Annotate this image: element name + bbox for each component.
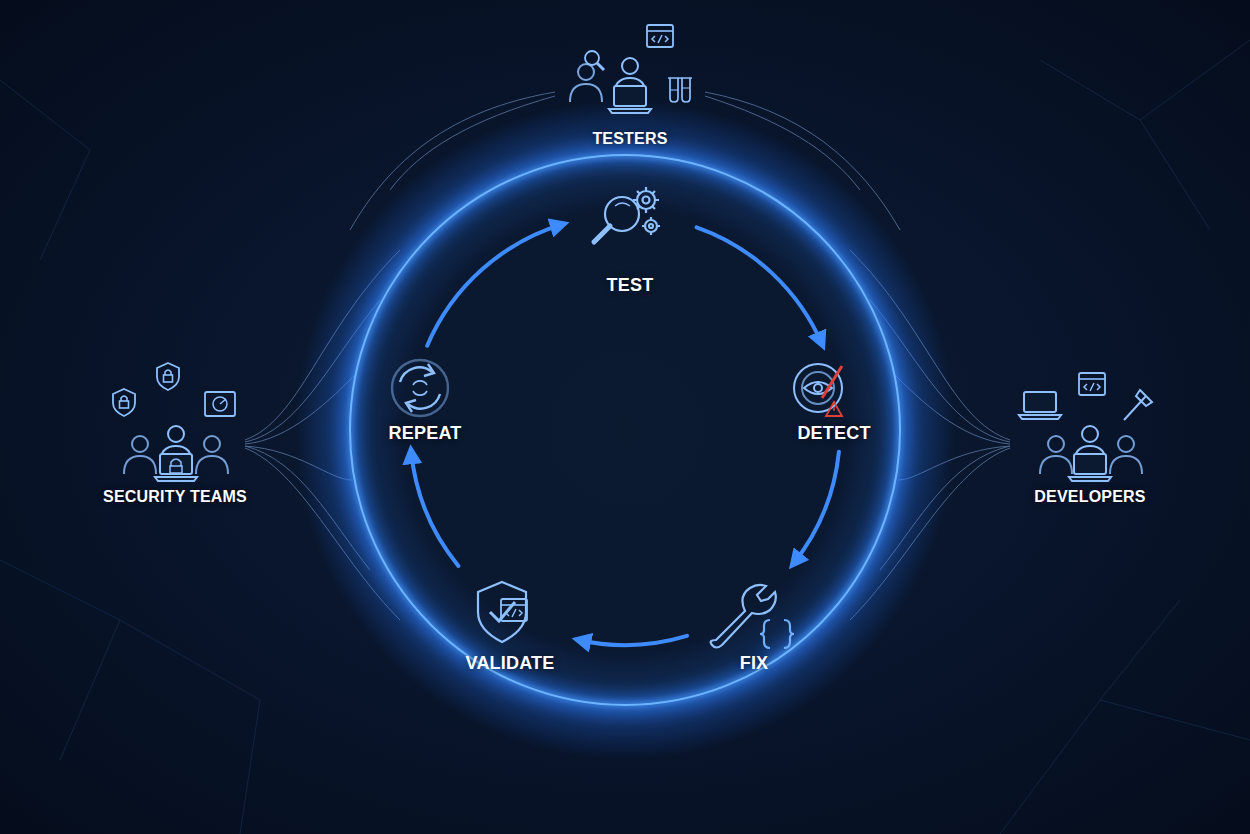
testers-group: TESTERS xyxy=(545,22,715,150)
cycle-arrow xyxy=(577,636,687,645)
cycle-arrow xyxy=(793,452,839,565)
cycle-arrow xyxy=(697,227,823,345)
security-teams-group: SECURITY TEAMS xyxy=(90,372,260,508)
step-label: TESTERS xyxy=(592,128,667,150)
detect-step: DETECT xyxy=(774,352,894,444)
fix-step: FIX xyxy=(694,572,814,674)
step-label: FIX xyxy=(740,652,769,674)
cycle-arrow xyxy=(427,224,564,346)
step-label: DEVELOPERS xyxy=(1034,486,1145,508)
step-label: VALIDATE xyxy=(466,652,555,674)
cycle-arrow xyxy=(411,450,458,566)
step-label: DETECT xyxy=(797,422,870,444)
step-label: TEST xyxy=(607,274,654,296)
step-label: REPEAT xyxy=(389,422,462,444)
validate-step: VALIDATE xyxy=(450,572,570,674)
repeat-step: REPEAT xyxy=(365,352,485,444)
test-step: TEST xyxy=(570,172,690,296)
developers-group: DEVELOPERS xyxy=(1005,372,1175,508)
step-label: SECURITY TEAMS xyxy=(103,486,247,508)
